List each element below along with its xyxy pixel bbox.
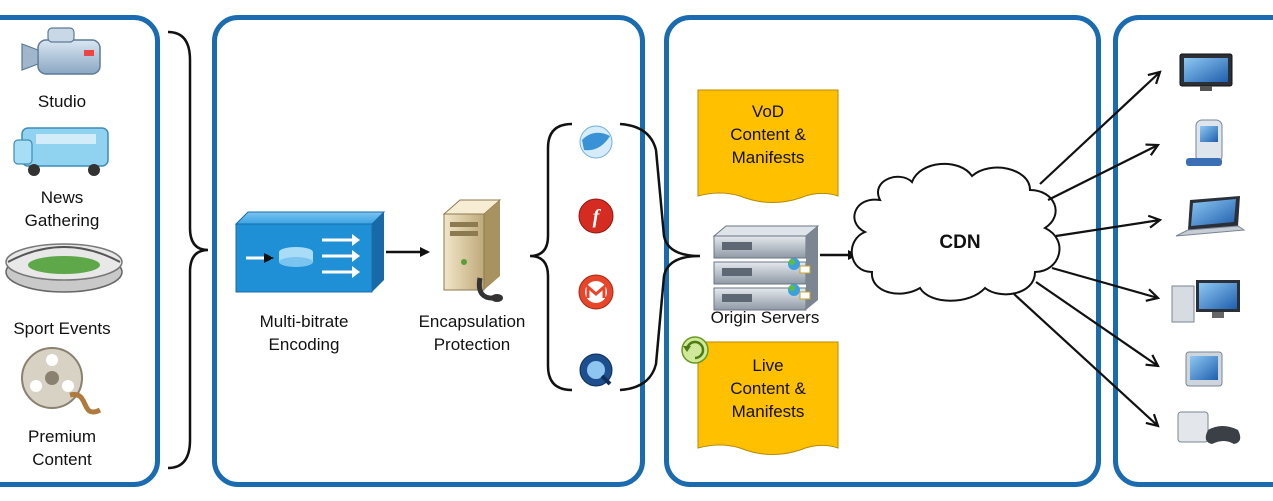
move-networks-icon — [578, 274, 614, 310]
news-label-line2: Gathering — [24, 211, 100, 230]
video-camera-icon — [21, 27, 101, 75]
game-console-icon — [1177, 411, 1241, 444]
live-note-line1: Live — [752, 356, 784, 375]
encoding-label-line1: Multi-bitrate — [259, 312, 349, 331]
film-reel-icon — [21, 347, 102, 415]
formats-brace-right — [619, 122, 701, 392]
stadium-icon — [5, 243, 123, 293]
broadcast-truck-icon — [13, 127, 109, 176]
cdn-label: CDN — [939, 232, 981, 253]
encapsulation-label-line2: Protection — [433, 335, 511, 354]
encoder-icon — [234, 211, 386, 293]
live-note — [697, 341, 839, 455]
premium-label-line1: Premium — [27, 427, 96, 446]
premium-label-line2: Content — [32, 450, 92, 469]
svg-text:f: f — [593, 206, 602, 228]
laptop-icon — [1175, 196, 1246, 237]
vod-note — [697, 89, 839, 203]
sport-label: Sport Events — [13, 319, 111, 338]
origin-servers-icon — [712, 225, 820, 311]
mobile-phone-icon — [1186, 119, 1223, 166]
tv-icon — [1179, 53, 1233, 91]
encapsulation-server-icon — [442, 199, 503, 302]
encapsulation-label-line1: Encapsulation — [418, 312, 526, 331]
vod-note-line3: Manifests — [731, 148, 805, 167]
sources-brace — [167, 30, 209, 470]
origin-servers-label: Origin Servers — [710, 308, 820, 327]
silverlight-icon — [579, 125, 613, 159]
desktop-pc-icon — [1171, 280, 1240, 323]
encoding-label-line2: Encoding — [268, 335, 340, 354]
vod-note-line2: Content & — [730, 125, 806, 144]
live-note-line2: Content & — [730, 379, 806, 398]
quicktime-icon — [579, 353, 613, 387]
cdn-cloud — [850, 163, 1061, 302]
live-note-line3: Manifests — [731, 402, 805, 421]
formats-brace-left — [529, 122, 573, 392]
studio-label: Studio — [37, 92, 87, 111]
vod-note-line1: VoD — [751, 102, 785, 121]
news-label-line1: News — [40, 188, 84, 207]
refresh-icon — [681, 336, 709, 364]
flash-icon: f — [578, 198, 614, 234]
tablet-icon — [1185, 351, 1223, 387]
